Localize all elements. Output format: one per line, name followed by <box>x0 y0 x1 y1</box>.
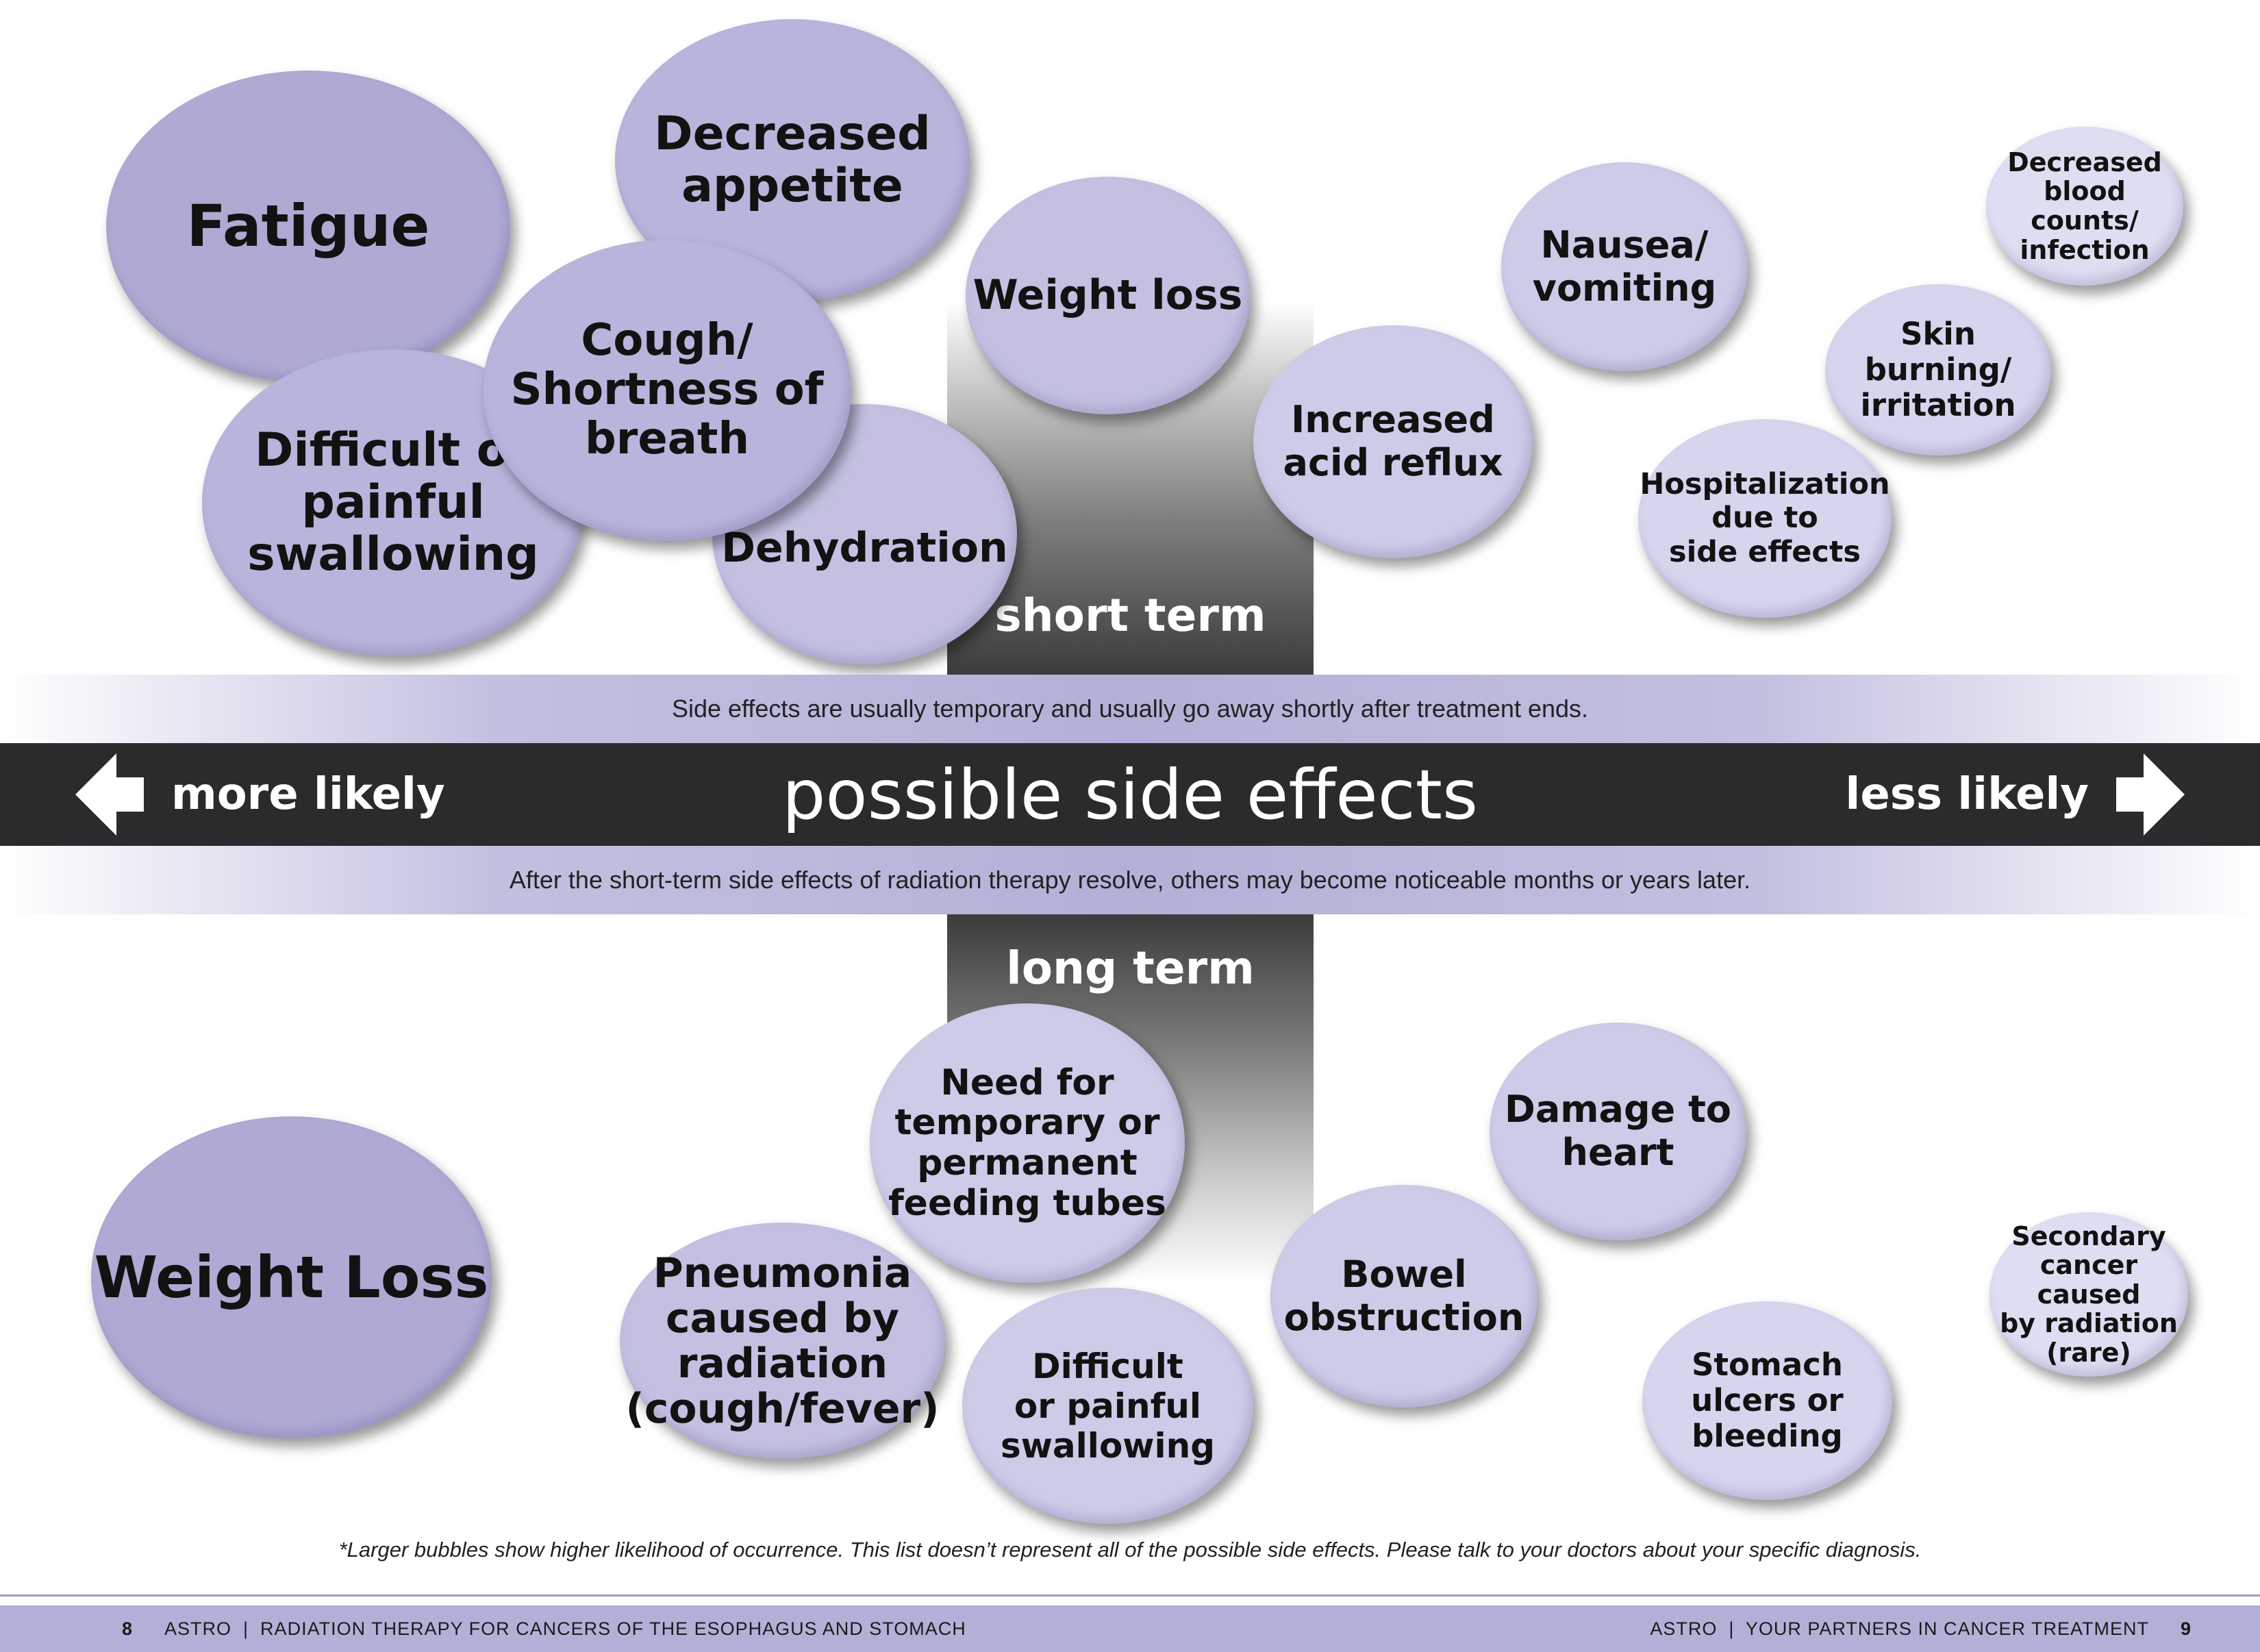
bubble-feeding-tubes: Need for temporary or permanent feeding … <box>870 1003 1185 1283</box>
footer-divider <box>0 1594 2260 1597</box>
footnote: *Larger bubbles show higher likelihood o… <box>338 1538 1922 1562</box>
bubble-fatigue: Fatigue <box>106 71 510 382</box>
bubble-nausea-vomiting: Nausea/ vomiting <box>1501 162 1748 371</box>
bubble-pneumonia: Pneumonia caused by radiation (cough/fev… <box>620 1223 945 1459</box>
bubble-skin-burning-irritation: Skin burning/ irritation <box>1825 284 2051 455</box>
arrow-left-icon <box>75 753 144 836</box>
bubble-cough-shortness-of-breath: Cough/ Shortness of breath <box>483 240 851 541</box>
less-likely-label: less likely <box>1845 769 2089 820</box>
bubble-damage-to-heart: Damage to heart <box>1490 1023 1746 1240</box>
arrow-right-icon <box>2116 753 2185 836</box>
footer-right: ASTRO | YOUR PARTNERS IN CANCER TREATMEN… <box>1650 1605 2192 1652</box>
long-term-band: After the short-term side effects of rad… <box>0 846 2260 914</box>
bubble-increased-acid-reflux: Increased acid reflux <box>1253 325 1533 558</box>
footer-left: 8 ASTRO | RADIATION THERAPY FOR CANCERS … <box>122 1605 966 1652</box>
short-term-band: Side effects are usually temporary and u… <box>0 675 2260 743</box>
left-page-number: 8 <box>122 1618 134 1639</box>
bubble-bowel-obstruction: Bowel obstruction <box>1270 1185 1537 1407</box>
long-term-label: long term <box>1006 942 1255 994</box>
main-title: possible side effects <box>781 754 1479 835</box>
bubble-difficult-swallowing-long: Difficult or painful swallowing <box>962 1288 1253 1524</box>
short-term-note: Side effects are usually temporary and u… <box>671 694 1589 723</box>
bubble-weight-loss-long: Weight Loss <box>91 1116 492 1438</box>
less-likely-group: less likely <box>1845 743 2185 846</box>
more-likely-group: more likely <box>75 743 445 846</box>
more-likely-label: more likely <box>171 769 445 820</box>
bubble-secondary-cancer: Secondary cancer caused by radiation (ra… <box>1989 1212 2188 1377</box>
bubble-stomach-ulcers: Stomach ulcers or bleeding <box>1642 1301 1892 1500</box>
right-page-number: 9 <box>2180 1618 2192 1639</box>
bubble-difficult-swallowing-short: Difficult or painful swallowing <box>202 349 584 656</box>
left-running-head: ASTRO | RADIATION THERAPY FOR CANCERS OF… <box>164 1618 966 1639</box>
footer: 8 ASTRO | RADIATION THERAPY FOR CANCERS … <box>0 1605 2260 1652</box>
bubble-weight-loss-short: Weight loss <box>966 177 1250 414</box>
short-term-label: short term <box>994 589 1266 642</box>
right-running-head: ASTRO | YOUR PARTNERS IN CANCER TREATMEN… <box>1650 1618 2149 1639</box>
main-bar <box>0 743 2260 846</box>
bubble-hospitalization: Hospitalization due to side effects <box>1638 419 1892 618</box>
long-term-note: After the short-term side effects of rad… <box>509 866 1751 894</box>
bubble-decreased-blood-counts: Decreased blood counts/ infection <box>1986 127 2183 286</box>
